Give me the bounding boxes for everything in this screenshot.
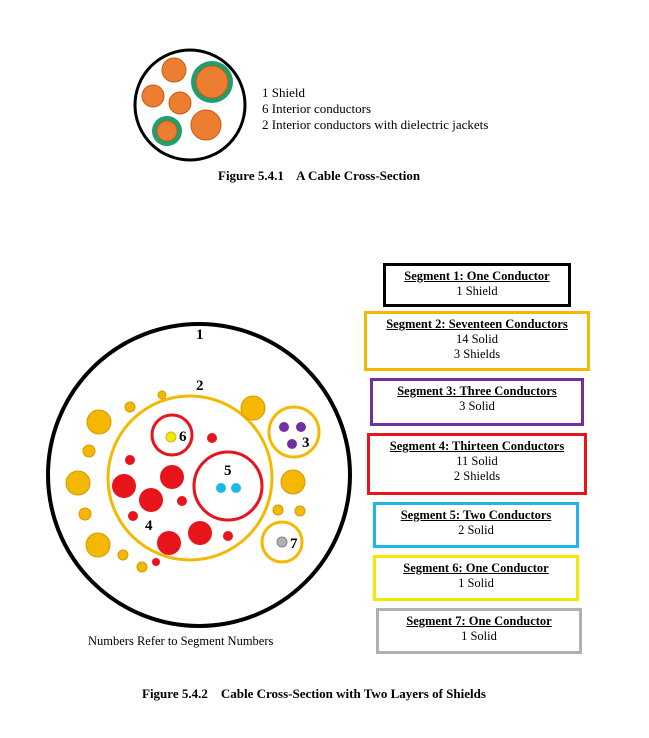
- purple-conductor: [296, 422, 306, 432]
- yellow-conductor: [78, 507, 92, 521]
- segment-box-7: Segment 7: One Conductor 1 Solid: [376, 608, 582, 654]
- segment-3-shield: [267, 405, 321, 459]
- figure-1-legend: 1 Shield 6 Interior conductors 2 Interio…: [262, 85, 488, 133]
- yellow-conductor: [240, 395, 266, 421]
- segment-detail: 3 Solid: [459, 399, 495, 413]
- segment-box-4: Segment 4: Thirteen Conductors 11 Solid …: [367, 433, 587, 495]
- segment-title: Segment 7: One Conductor: [406, 614, 552, 628]
- jacketed-conductor-core: [156, 120, 178, 142]
- segment-6-shield: [150, 413, 194, 457]
- yellow-conductor: [294, 505, 306, 517]
- segment-title: Segment 4: Thirteen Conductors: [389, 439, 565, 453]
- segment-label-6: 6: [179, 429, 187, 445]
- red-conductor: [160, 465, 184, 489]
- segment-detail: 2 Solid: [458, 523, 494, 537]
- segment-title: Segment 1: One Conductor: [404, 269, 550, 283]
- red-conductor: [139, 488, 163, 512]
- segment-detail: 1 Shield: [456, 284, 498, 298]
- red-conductor: [188, 521, 212, 545]
- segment-box-3: Segment 3: Three Conductors 3 Solid: [370, 378, 584, 426]
- segment-title: Segment 5: Two Conductors: [400, 508, 552, 522]
- yellow-conductor: [136, 561, 148, 573]
- segment-detail: 1 Solid: [458, 576, 494, 590]
- segment-label-5: 5: [224, 463, 232, 479]
- yellow-conductor: [157, 390, 167, 400]
- yellow-conductor: [280, 469, 306, 495]
- segment-7-shield: [260, 520, 304, 564]
- jacketed-conductor-core: [195, 65, 229, 99]
- segment-label-4: 4: [145, 518, 153, 534]
- segment-detail: 11 Solid: [456, 454, 498, 468]
- segment-box-5: Segment 5: Two Conductors 2 Solid: [373, 502, 579, 548]
- figure-1-caption: Figure 5.4.1 A Cable Cross-Section: [218, 168, 421, 183]
- segment-label-2: 2: [196, 378, 204, 394]
- orange-conductor: [168, 91, 192, 115]
- segment-box-1: Segment 1: One Conductor 1 Shield: [383, 263, 571, 307]
- segment-box-2: Segment 2: Seventeen Conductors 14 Solid…: [364, 311, 590, 371]
- legend-line: 2 Interior conductors with dielectric ja…: [262, 117, 489, 132]
- segment-detail: 2 Shields: [453, 469, 501, 483]
- red-conductor: [207, 433, 217, 443]
- purple-conductor: [287, 439, 297, 449]
- cable-cross-section-figure-1: [133, 48, 247, 162]
- orange-conductor: [190, 109, 222, 141]
- yellow-conductor: [82, 444, 96, 458]
- blue-conductor: [216, 483, 226, 493]
- segment-title: Segment 2: Seventeen Conductors: [386, 317, 568, 331]
- yellow-conductor: [117, 549, 129, 561]
- segment-6-conductor: [165, 431, 177, 443]
- segment-5-shield: [192, 450, 264, 522]
- yellow-conductor: [85, 532, 111, 558]
- segment-label-7: 7: [290, 536, 298, 552]
- red-conductor: [112, 474, 136, 498]
- segment-title: Segment 6: One Conductor: [403, 561, 549, 575]
- legend-line: 1 Shield: [262, 85, 305, 100]
- blue-conductor: [231, 483, 241, 493]
- segment-label-1: 1: [196, 327, 204, 343]
- orange-conductor: [141, 84, 165, 108]
- yellow-conductor: [65, 470, 91, 496]
- figure-2-caption: Figure 5.4.2 Cable Cross-Section with Tw…: [142, 686, 486, 701]
- segment-box-6: Segment 6: One Conductor 1 Solid: [373, 555, 579, 601]
- segment-numbers-note: Numbers Refer to Segment Numbers: [88, 634, 274, 648]
- segment-1-shield: [46, 322, 352, 628]
- segment-detail: 3 Shields: [453, 347, 501, 361]
- legend-line: 6 Interior conductors: [262, 101, 372, 116]
- segment-detail: 14 Solid: [455, 332, 499, 346]
- segment-2-shield: [106, 394, 274, 562]
- yellow-conductor: [272, 504, 284, 516]
- gray-conductor: [276, 536, 288, 548]
- red-conductor: [128, 511, 138, 521]
- purple-conductor: [279, 422, 289, 432]
- yellow-conductor: [124, 401, 136, 413]
- red-conductor: [157, 531, 181, 555]
- segment-label-3: 3: [302, 435, 310, 451]
- red-conductor: [177, 496, 187, 506]
- red-conductor: [125, 455, 135, 465]
- cable-cross-section-figure-2: 1 2 3 4 5 6 7: [46, 322, 352, 628]
- red-conductor: [152, 558, 160, 566]
- yellow-conductor: [86, 409, 112, 435]
- orange-conductor: [161, 57, 187, 83]
- segment-detail: 1 Solid: [461, 629, 497, 643]
- red-conductor: [223, 531, 233, 541]
- segment-title: Segment 3: Three Conductors: [397, 384, 557, 398]
